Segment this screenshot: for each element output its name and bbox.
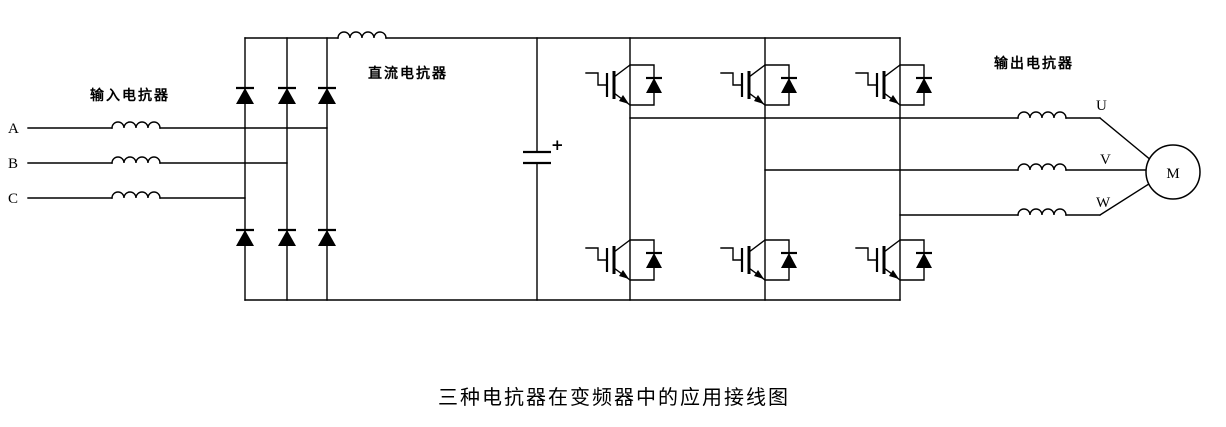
phase-c-label: C (8, 191, 18, 207)
igbt-emitter-arrow (619, 270, 629, 279)
motor-circle (1145, 144, 1201, 200)
igbt-top-3 (855, 64, 932, 106)
igbt-bottom-1 (585, 239, 662, 281)
freewheel-diode-triangle (916, 78, 932, 93)
igbt-emitter-arrow (889, 95, 899, 104)
igbt-wires (855, 64, 925, 106)
output-reactor-coil-u (1017, 111, 1067, 119)
output-reactor-coil-v (1017, 163, 1067, 171)
igbt-wires (720, 239, 790, 281)
rectifier-diode-bottom-1 (236, 228, 254, 246)
phase-b-label: B (8, 156, 18, 172)
dc-reactor-coil (337, 31, 387, 39)
input-reactor-coil-a (111, 121, 161, 129)
diode-triangle (278, 88, 296, 104)
output-line-w (899, 181, 1153, 216)
igbt-wires (585, 239, 655, 281)
igbt-top-2 (720, 64, 797, 106)
igbt-wires (585, 64, 655, 106)
dc-reactor-label: 直流电抗器 (368, 65, 448, 82)
freewheel-diode-triangle (916, 253, 932, 268)
diode-triangle (318, 88, 336, 104)
rectifier-diode-bottom-3 (318, 228, 336, 246)
input-section: A B C 输入电抗器 (8, 87, 328, 207)
rectifier-bridge (236, 37, 336, 301)
input-reactor-coil-c (111, 191, 161, 199)
inverter-bridge (585, 37, 932, 301)
phase-w-label: W (1096, 195, 1111, 211)
diode-triangle (278, 230, 296, 246)
diode-triangle (236, 230, 254, 246)
output-section: U V W 输出电抗器 (629, 55, 1153, 216)
dc-bus-section: 直流电抗器 (244, 31, 901, 301)
igbt-wires (855, 239, 925, 281)
inverter-legs (629, 37, 901, 301)
rectifier-diode-top-1 (236, 86, 254, 104)
rectifier-diode-top-3 (318, 86, 336, 104)
freewheel-diode-triangle (781, 253, 797, 268)
output-reactor-coil-w (1017, 208, 1067, 216)
capacitor-polarity-sign: + (551, 136, 564, 154)
motor: M (1145, 144, 1201, 200)
freewheel-diode-triangle (646, 253, 662, 268)
phase-u-label: U (1096, 98, 1107, 114)
igbt-bottom-2 (720, 239, 797, 281)
diode-triangle (318, 230, 336, 246)
input-reactor-coil-b (111, 156, 161, 164)
igbt-emitter-arrow (754, 95, 764, 104)
igbt-emitter-arrow (889, 270, 899, 279)
igbt-bottom-3 (855, 239, 932, 281)
diode-triangle (236, 88, 254, 104)
igbt-wires (720, 64, 790, 106)
diagram-caption: 三种电抗器在变频器中的应用接线图 (438, 385, 790, 409)
output-line-u (629, 117, 1153, 162)
igbt-top-1 (585, 64, 662, 106)
rectifier-legs (244, 37, 328, 301)
freewheel-diode-triangle (646, 78, 662, 93)
phase-a-label: A (8, 121, 19, 137)
dc-link-capacitor: + (523, 37, 564, 301)
phase-v-label: V (1100, 152, 1111, 168)
rectifier-diode-top-2 (278, 86, 296, 104)
freewheel-diode-triangle (781, 78, 797, 93)
input-reactor-label: 输入电抗器 (90, 87, 170, 104)
igbt-emitter-arrow (754, 270, 764, 279)
igbt-emitter-arrow (619, 95, 629, 104)
motor-label: M (1166, 166, 1179, 182)
rectifier-diode-bottom-2 (278, 228, 296, 246)
output-reactor-label: 输出电抗器 (994, 55, 1074, 72)
